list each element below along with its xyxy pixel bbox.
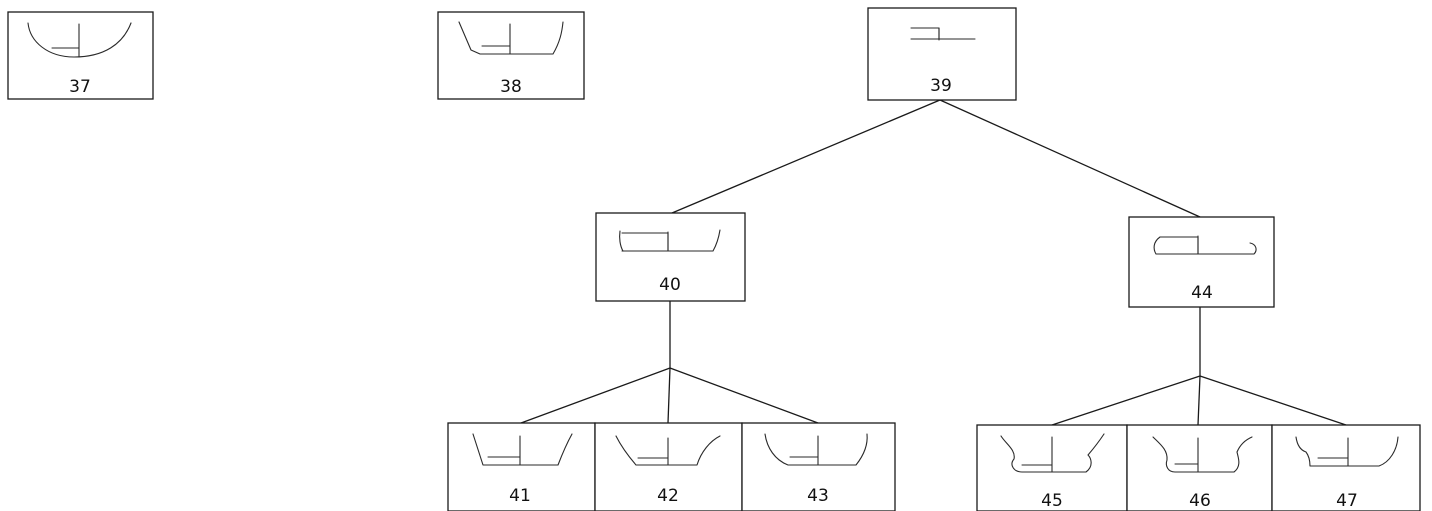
node-41-label: 41 — [509, 486, 531, 506]
vessel-profile-47-icon — [1295, 436, 1399, 467]
vessel-profile-46-icon — [1152, 436, 1253, 473]
edge-40-43 — [669, 367, 819, 424]
vessel-profile-39-icon — [910, 27, 976, 41]
vessel-profile-44-icon — [1153, 235, 1257, 255]
node-44-box — [1128, 216, 1275, 308]
edge-39-44 — [939, 99, 1201, 218]
node-39: 39 — [867, 7, 1017, 101]
node-39-box — [867, 7, 1017, 101]
node-37: 37 — [7, 11, 154, 100]
node-45-label: 45 — [1041, 491, 1063, 511]
node-44: 44 — [1128, 216, 1275, 308]
node-37-label: 37 — [69, 77, 91, 97]
edge-39-40 — [671, 99, 941, 214]
node-38: 38 — [437, 11, 585, 100]
edge-44-46 — [1197, 375, 1201, 426]
vessel-profile-41-icon — [472, 433, 573, 466]
node-37-box — [7, 11, 154, 100]
node-43: 43 — [741, 422, 896, 511]
node-43-label: 43 — [807, 486, 829, 506]
node-40-box — [595, 212, 746, 302]
vessel-profile-45-icon — [1000, 433, 1105, 473]
vessel-profile-40-icon — [619, 229, 721, 252]
node-46: 46 — [1126, 424, 1273, 511]
tree-edges — [520, 99, 1347, 426]
edge-40-42 — [667, 367, 671, 424]
node-47: 47 — [1271, 424, 1421, 511]
edge-44-47 — [1199, 375, 1347, 426]
node-42: 42 — [594, 422, 743, 511]
node-38-label: 38 — [500, 77, 522, 97]
edge-44-45 — [1051, 375, 1201, 426]
node-47-label: 47 — [1336, 491, 1358, 511]
vessel-profile-42-icon — [615, 435, 721, 466]
vessel-profile-43-icon — [764, 433, 868, 466]
node-41: 41 — [447, 422, 596, 511]
node-39-label: 39 — [930, 76, 952, 96]
vessel-profile-38-icon — [458, 21, 564, 55]
node-44-label: 44 — [1191, 283, 1213, 303]
node-42-label: 42 — [657, 486, 679, 506]
node-40-label: 40 — [659, 275, 681, 295]
vessel-profile-37-icon — [27, 22, 132, 58]
edge-40-41 — [520, 367, 671, 424]
node-46-label: 46 — [1189, 491, 1211, 511]
node-45: 45 — [976, 424, 1128, 511]
node-38-box — [437, 11, 585, 100]
node-40: 40 — [595, 212, 746, 302]
